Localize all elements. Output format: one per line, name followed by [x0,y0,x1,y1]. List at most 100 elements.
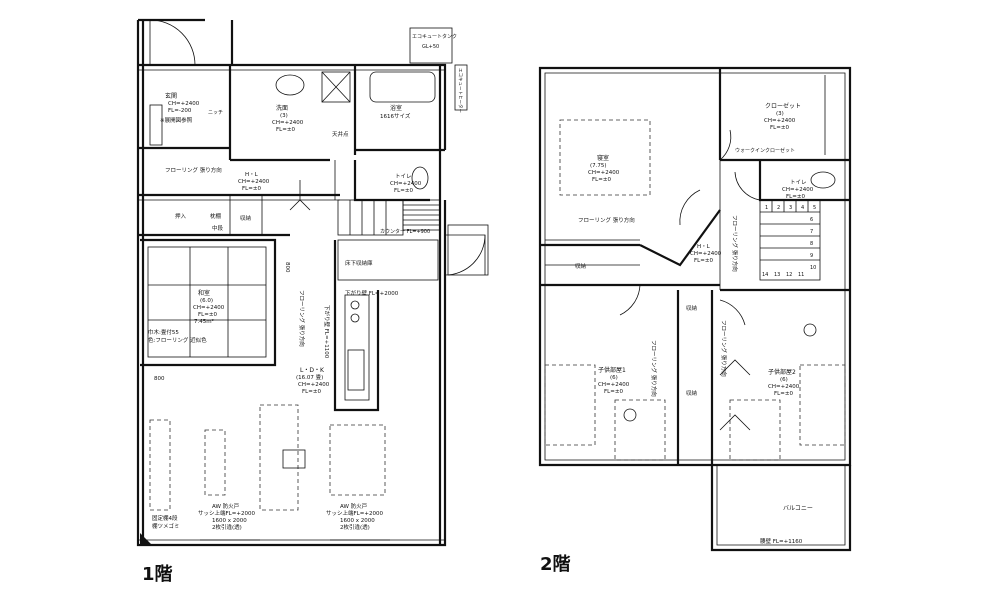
closet-name: クローゼット [765,102,801,110]
stair-number: 9 [810,253,813,259]
walkin-label: ウォークインクローゼット [735,147,795,154]
entrance-name: 玄関 [165,92,177,100]
bedroom-name: 寝室 [597,154,609,162]
stair-number: 1 [765,205,768,211]
child2-l1: (6) [780,377,788,383]
closet-l3: FL=±0 [770,125,789,131]
toilet1-ch: CH=+2400 [390,181,422,187]
child2-l2: CH=+2400 [768,384,800,390]
bedroom-flooring: フローリング 張り方向 [578,216,635,224]
ldk-l2: CH=+2400 [298,382,330,388]
stair-number: 13 [774,272,780,278]
washitsu-l3: FL=±0 [198,312,217,318]
floor2-walls [538,66,852,552]
stair-number: 12 [786,272,792,278]
bathroom-size: 1616サイズ [380,112,411,120]
sash1-l4: 2枚引違(透) [212,523,242,531]
closet-l2: CH=+2400 [764,118,796,124]
floor1-labels: 玄関 CH=+2400 FL=-200 ※展開図参照 ニッチ 洗面 (3) CH… [148,33,464,531]
child1-flooring: フローリング 張り方向 [650,340,658,397]
dim-800-b: 800 [284,262,290,273]
outdoor-heater-label: エコキュートヒーター [457,68,464,113]
ldk-name: L・D・K [300,367,325,374]
hall1-ch: CH=+2400 [238,179,270,185]
makura-label: 枕棚 [210,212,222,220]
toilet2-ch: CH=+2400 [782,187,814,193]
floor2-plan: 寝室 (7.75) CH=+2400 FL=±0 フローリング 張り方向 クロー… [538,66,852,552]
dim-800-a: 800 [154,376,165,382]
closet-l1: (3) [776,111,784,117]
storage2-c: 収納 [686,389,698,397]
bedroom-l3: FL=±0 [592,177,611,183]
stair-number: 8 [810,241,813,247]
washroom-l2: CH=+2400 [272,120,304,126]
stair-number: 6 [810,217,813,223]
child2-l3: FL=±0 [774,391,793,397]
storage2-b: 収納 [686,304,698,312]
outdoor-tank-gl: GL+50 [422,44,439,50]
toilet2-fl: FL=±0 [786,194,805,200]
sash1-l1: AW 防火戸 [212,502,240,510]
toilet2-name: トイレ [790,180,807,186]
washitsu-note2: 色:フローリング 近似色 [148,336,207,344]
washroom-l1: (3) [280,113,288,119]
toilet1-name: トイレ [395,174,412,180]
stair-number: 3 [789,205,792,211]
bedroom-l2: CH=+2400 [588,170,620,176]
sash2-l1: AW 防火戸 [340,502,368,510]
corner-note2: 棚ツメゴミ [152,522,180,530]
entrance-note: ※展開図参照 [160,116,193,124]
hall2-fl: FL=±0 [694,258,713,264]
child2-flooring: フローリング 張り方向 [720,320,728,377]
child2-name: 子供部屋2 [768,368,796,376]
hall2-name: H・L [697,244,711,250]
child1-l3: FL=±0 [604,389,623,395]
ldk-l3: FL=±0 [302,389,321,395]
floor2-labels: 寝室 (7.75) CH=+2400 FL=±0 フローリング 張り方向 クロー… [575,102,816,545]
stair-number: 10 [810,265,816,271]
bedroom-l1: (7.75) [590,163,607,169]
entrance-fl: FL=-200 [168,108,192,114]
washroom-l3: FL=±0 [276,127,295,133]
stair-number: 5 [813,205,816,211]
outdoor-tank-label: エコキュートタンク [412,33,457,40]
floor1-walls [136,18,489,547]
stair-number: 14 [762,272,768,278]
entrance-ch: CH=+2400 [168,101,200,107]
washitsu-name: 和室 [198,289,210,297]
sash2-l2: サッシ上端FL=+2000 [326,509,383,517]
balcony-label: バルコニー [783,505,813,512]
washitsu-l4: 7.45m² [194,318,214,325]
downwall-label: 下がり壁 FL=+2000 [345,289,399,297]
stair-number: 11 [798,272,804,278]
hall2-ch: CH=+2400 [690,251,722,257]
balcony-wall-label: 腰壁 FL=+1160 [760,537,803,545]
ldk-l1: (16.07 畳) [296,374,323,381]
floor2-title: 2階 [540,554,571,575]
washitsu-l1: (6.0) [200,298,213,304]
niche-label: ニッチ [208,110,223,116]
sash2-l4: 2枚引違(透) [340,523,370,531]
understair-label: 床下収納庫 [345,259,373,267]
ldk-flooring: フローリング 張り方向 [298,290,306,347]
sash1-l3: 1600 x 2000 [212,518,247,524]
sash2-l3: 1600 x 2000 [340,518,375,524]
bath-ceiling: 天井点 [332,130,349,138]
counter-label: カウンター FL=+900 [380,228,430,235]
washitsu-l2: CH=+2400 [193,305,225,311]
hall1-flooring: フローリング 張り方向 [165,166,222,174]
bathroom-name: 浴室 [390,104,402,112]
hall2-flooring: フローリング 張り方向 [731,215,739,272]
washitsu-note1: 巾木:畳付55 [148,328,179,336]
nakadana-label: 中段 [212,224,224,232]
storage2-a: 収納 [575,262,587,270]
child1-l2: CH=+2400 [598,382,630,388]
ldk-downwall: 下がり壁 FL=+1100 [323,305,331,359]
stair-number: 2 [777,205,780,211]
floor1-title: 1階 [142,564,173,585]
stair-number: 4 [801,205,804,211]
sash1-l2: サッシ上端FL=+2000 [198,509,255,517]
child1-l1: (6) [610,375,618,381]
